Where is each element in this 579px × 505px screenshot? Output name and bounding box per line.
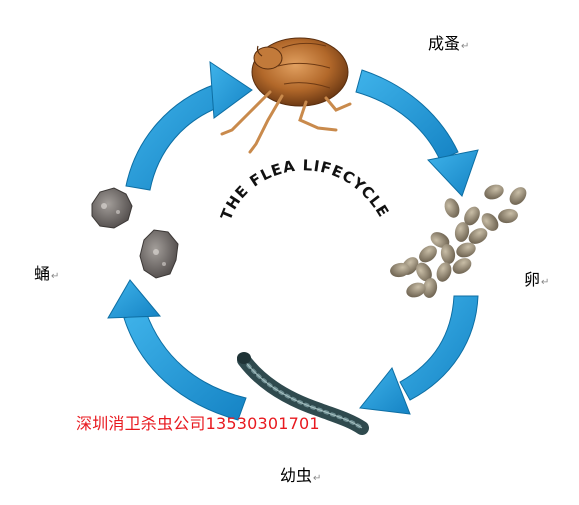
arrow-larva-to-pupa: [107, 279, 247, 421]
return-mark: ↵: [313, 473, 322, 484]
label-adult-text: 成蚤: [428, 34, 461, 53]
label-pupa: 蛹↵: [34, 260, 59, 284]
arrow-adult-to-egg: [355, 69, 479, 197]
arrow-pupa-to-adult: [125, 61, 253, 191]
label-larva: 幼虫↵: [280, 462, 321, 486]
label-pupa-text: 蛹: [34, 264, 51, 283]
label-larva-text: 幼虫: [280, 466, 313, 485]
label-egg-text: 卵: [524, 270, 541, 289]
egg-cluster-image: [390, 184, 527, 298]
arrow-egg-to-larva: [359, 295, 479, 415]
adult-flea-image: [220, 37, 352, 154]
label-adult: 成蚤↵: [428, 30, 469, 54]
pupa-image: [91, 187, 179, 279]
lifecycle-title: THE FLEA LIFECYCLE: [217, 156, 393, 222]
label-egg: 卵↵: [524, 266, 549, 290]
return-mark: ↵: [461, 41, 470, 52]
larva-image: [237, 352, 369, 435]
return-mark: ↵: [541, 277, 550, 288]
company-watermark: 深圳消卫杀虫公司13530301701: [76, 414, 320, 433]
return-mark: ↵: [51, 271, 60, 282]
